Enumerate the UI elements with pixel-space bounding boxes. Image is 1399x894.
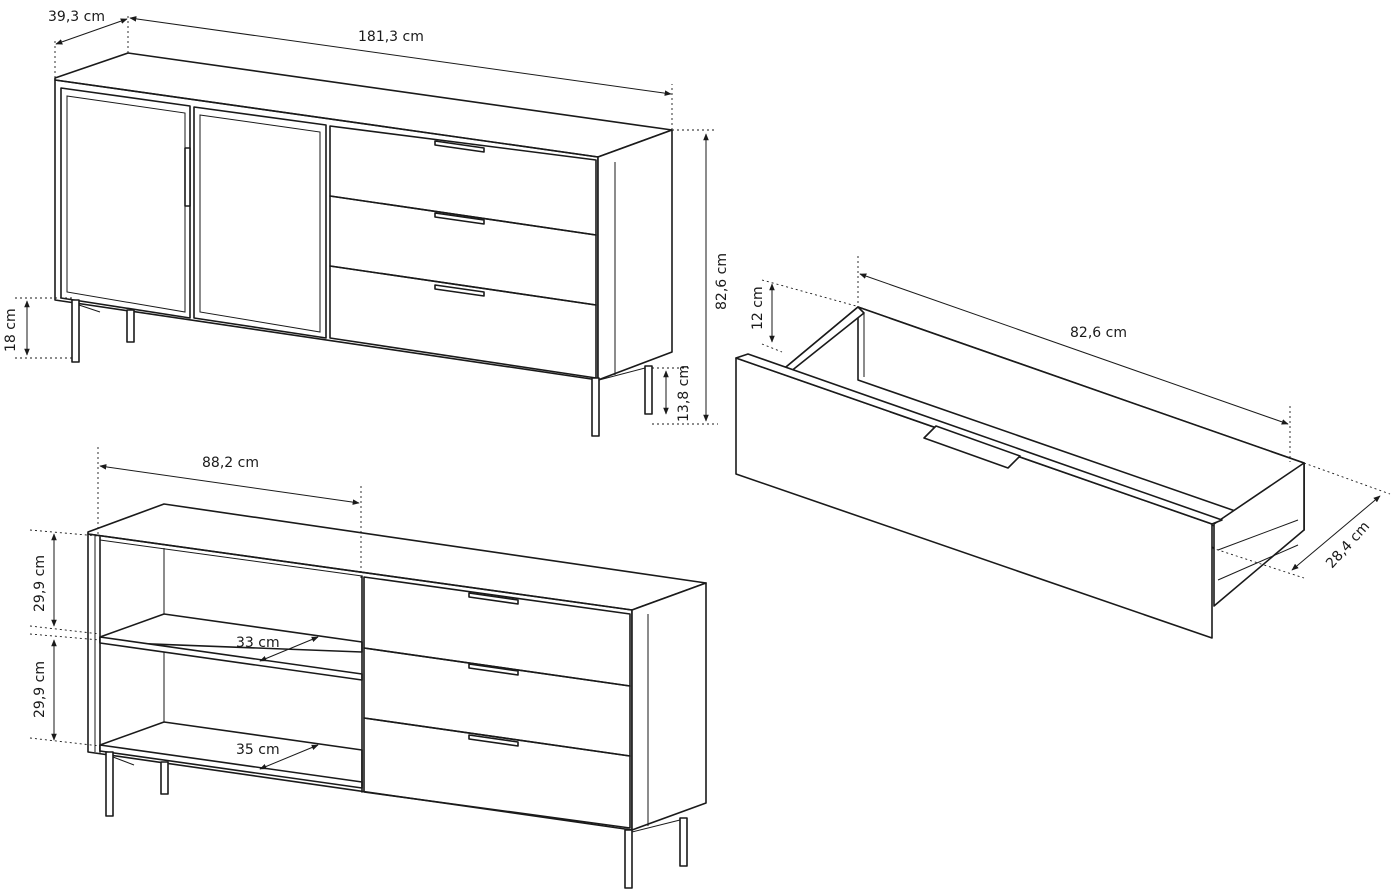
dim-drawer-length-label: 82,6 cm xyxy=(1070,325,1127,341)
drawer-3 xyxy=(329,265,597,379)
drawer-3 xyxy=(363,717,631,829)
dim-width-label: 181,3 cm xyxy=(358,29,424,45)
leg xyxy=(591,377,600,437)
leg xyxy=(126,309,135,343)
drawer-handle xyxy=(923,425,1021,469)
dim-drawer-depth-label: 28,4 cm xyxy=(1323,519,1373,572)
top-surface xyxy=(87,503,707,611)
dim-shelf-depth-bottom-label: 35 cm xyxy=(236,742,280,758)
drawer-handle xyxy=(468,663,519,676)
left-door xyxy=(60,87,191,319)
door-handle xyxy=(184,147,191,207)
sideboard-closed-view: 39,3 cm 181,3 cm 82,6 cm 18 cm 13,8 cm xyxy=(3,9,730,437)
drawer-handle xyxy=(468,734,519,747)
drawer-handle xyxy=(434,140,485,153)
top-surface xyxy=(54,52,673,158)
drawer-handle xyxy=(434,284,485,297)
dim-shelf-height-bottom-label: 29,9 cm xyxy=(32,661,48,718)
drawer-handle xyxy=(434,212,485,225)
leg xyxy=(105,751,114,817)
leg xyxy=(71,299,80,363)
drawer-view: 12 cm 82,6 cm 28,4 cm xyxy=(735,256,1391,639)
sideboard-open-view: 88,2 cm 29,9 cm 29,9 cm 33 cm 35 cm xyxy=(29,446,707,889)
right-door xyxy=(193,106,327,339)
side-face xyxy=(631,582,707,831)
dim-shelf-depth-top-label: 33 cm xyxy=(236,635,280,651)
side-face xyxy=(597,129,673,381)
leg xyxy=(679,817,688,867)
dim-leg-right-label: 13,8 cm xyxy=(676,365,692,422)
drawer-handle xyxy=(468,592,519,605)
dim-leg-left-label: 18 cm xyxy=(3,308,19,352)
leg xyxy=(644,365,653,415)
dim-height-label: 82,6 cm xyxy=(714,253,730,310)
leg xyxy=(624,829,633,889)
dim-drawer-height-label: 12 cm xyxy=(750,286,766,330)
dim-shelf-height-top-label: 29,9 cm xyxy=(32,555,48,612)
leg xyxy=(160,761,169,795)
dim-section-width-label: 88,2 cm xyxy=(202,455,259,471)
dim-depth-label: 39,3 cm xyxy=(48,9,105,25)
